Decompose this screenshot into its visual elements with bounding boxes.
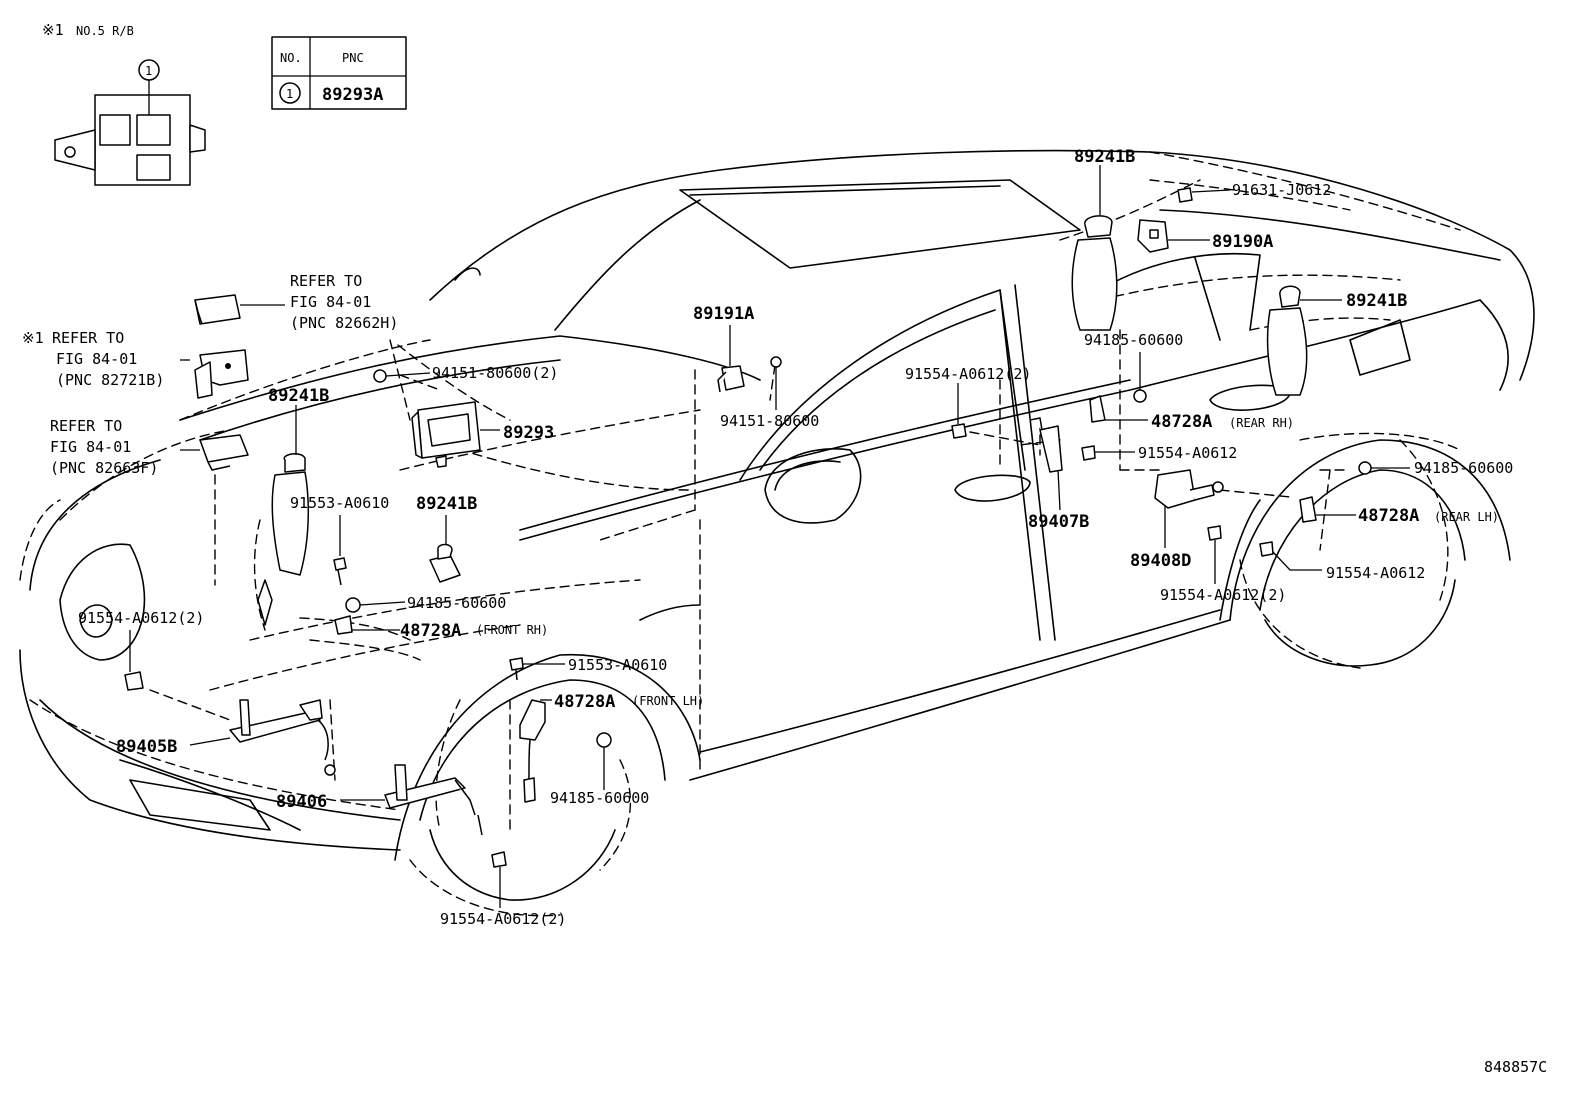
nut-94185-frh-icon — [345, 597, 406, 613]
label-94185-frh: 94185-60600 — [407, 594, 506, 612]
bracket-89408d-icon — [1154, 469, 1224, 548]
label-91554-rr2: 91554-A0612(2) — [905, 365, 1031, 383]
refer-line3: (PNC 82662H) — [290, 314, 398, 332]
label-91631-j0612: 91631-J0612 — [1232, 181, 1331, 199]
bolt-91554-rr2-icon — [951, 383, 967, 439]
table-row-pnc: 89293A — [322, 85, 383, 105]
height-control-ecu-89293-icon — [411, 401, 500, 468]
air-spring-mid-icon — [429, 515, 461, 583]
bolt-91553-flh-icon — [509, 657, 565, 681]
label-91554-flh2: 91554-A0612(2) — [440, 910, 566, 928]
relay-block-icon — [54, 80, 206, 186]
nut-94185-rrh-icon — [1133, 352, 1147, 403]
refer-line2: FIG 84-01 — [50, 438, 131, 456]
car-body-outline — [19, 149, 1535, 901]
label-91553-frh: 91553-A0610 — [290, 494, 389, 512]
label-94151-89191: 94151-80600 — [720, 412, 819, 430]
label-91554-rlh2: 91554-A0612(2) — [1160, 586, 1286, 604]
label-48728a-rrh-sub: (REAR RH) — [1229, 416, 1294, 430]
air-spring-rear-top-icon — [1071, 165, 1118, 331]
table-header-pnc: PNC — [342, 51, 364, 65]
label-89241b-top: 89241B — [1074, 147, 1135, 167]
label-89293: 89293 — [503, 423, 554, 443]
label-89408d: 89408D — [1130, 551, 1191, 571]
refer-block-82721b: ※1 REFER TO FIG 84-01 (PNC 82721B) — [22, 329, 164, 389]
label-91553-flh: 91553-A0610 — [568, 656, 667, 674]
label-89191a: 89191A — [693, 304, 754, 324]
label-48728a-frh-sub: (FRONT RH) — [476, 623, 548, 637]
bracket-89406-icon — [340, 764, 483, 836]
label-48728a-rlh-sub: (REAR LH) — [1434, 510, 1499, 524]
air-spring-front-rh-icon — [257, 405, 309, 626]
bracket-89407b-icon — [1029, 417, 1063, 511]
note-marker: ※1 — [42, 21, 64, 39]
sensor-48728a-flh-icon — [519, 699, 552, 803]
bolt-91553-frh-icon — [333, 515, 347, 586]
label-48728a-rlh: 48728A — [1358, 506, 1419, 526]
phantom-lines — [19, 151, 1461, 917]
label-89241b-mid: 89241B — [416, 494, 477, 514]
refer-block-82663f: REFER TO FIG 84-01 (PNC 82663F) — [50, 417, 158, 477]
figure-code: 848857C — [1484, 1058, 1547, 1076]
bolt-91554-rlh2-icon — [1207, 525, 1222, 584]
bolt-91554-rlh-icon — [1259, 541, 1322, 571]
refer-line2: FIG 84-01 — [56, 350, 137, 368]
bolt-91554-frh-icon — [124, 630, 144, 691]
label-91554-frh2: 91554-A0612(2) — [78, 609, 204, 627]
refer-line1: REFER TO — [50, 417, 122, 435]
refer-line2: FIG 84-01 — [290, 293, 371, 311]
nut-94185-flh-icon — [596, 732, 612, 790]
sensor-89191a-icon — [717, 325, 782, 410]
bracket-89190a-icon — [1137, 219, 1210, 253]
refer-line3: (PNC 82721B) — [56, 371, 164, 389]
label-91554-rrh: 91554-A0612 — [1138, 444, 1237, 462]
label-89406: 89406 — [276, 792, 327, 812]
label-89241b-frh: 89241B — [268, 386, 329, 406]
pnc-table: NO. PNC 1 89293A — [271, 36, 407, 110]
bolt-91554-flh-icon — [491, 851, 507, 908]
label-89407b: 89407B — [1028, 512, 1089, 532]
label-48728a-frh: 48728A — [400, 621, 461, 641]
module-82721b-icon — [180, 349, 249, 399]
label-91554-rlh: 91554-A0612 — [1326, 564, 1425, 582]
table-row-no: 1 — [286, 87, 293, 101]
bolt-91554-rrh-icon — [1081, 445, 1135, 461]
sensor-48728a-rrh-icon — [1089, 395, 1148, 423]
label-94185-rear: 94185-60600 — [1084, 331, 1183, 349]
label-48728a-flh: 48728A — [554, 692, 615, 712]
table-header-no: NO. — [280, 51, 302, 65]
refer-marker: ※1 — [22, 329, 44, 347]
label-94151-2: 94151-80600(2) — [432, 364, 558, 382]
note-circled-number: 1 — [145, 64, 152, 78]
note-text: NO.5 R/B — [76, 24, 134, 38]
module-82662h-icon — [194, 294, 285, 325]
part-labels: 89241B 91631-J0612 89190A 89241B 94185-6… — [78, 147, 1547, 1076]
label-89241b-rear: 89241B — [1346, 291, 1407, 311]
label-48728a-rrh: 48728A — [1151, 412, 1212, 432]
module-82663f-icon — [180, 434, 249, 471]
nut-94185-rlh-icon — [1358, 461, 1410, 475]
label-89190a: 89190A — [1212, 232, 1273, 252]
label-94185-rlh: 94185-60600 — [1414, 459, 1513, 477]
refer-line3: (PNC 82663F) — [50, 459, 158, 477]
nut-94151-icon — [373, 369, 431, 383]
sensor-48728a-rlh-icon — [1299, 496, 1356, 523]
label-94185-flh: 94185-60600 — [550, 789, 649, 807]
bracket-89405b-icon — [189, 699, 336, 776]
bolt-91631-icon — [1177, 187, 1231, 203]
relay-block-note: ※1 NO.5 R/B 1 — [42, 21, 160, 81]
refer-line1: REFER TO — [52, 329, 124, 347]
refer-line1: REFER TO — [290, 272, 362, 290]
label-48728a-flh-sub: (FRONT LH) — [632, 694, 704, 708]
label-89405b: 89405B — [116, 737, 177, 757]
refer-block-82662h: REFER TO FIG 84-01 (PNC 82662H) — [290, 272, 398, 332]
air-spring-rear-right-icon — [1266, 285, 1342, 396]
sensor-48728a-frh-icon — [334, 615, 400, 635]
